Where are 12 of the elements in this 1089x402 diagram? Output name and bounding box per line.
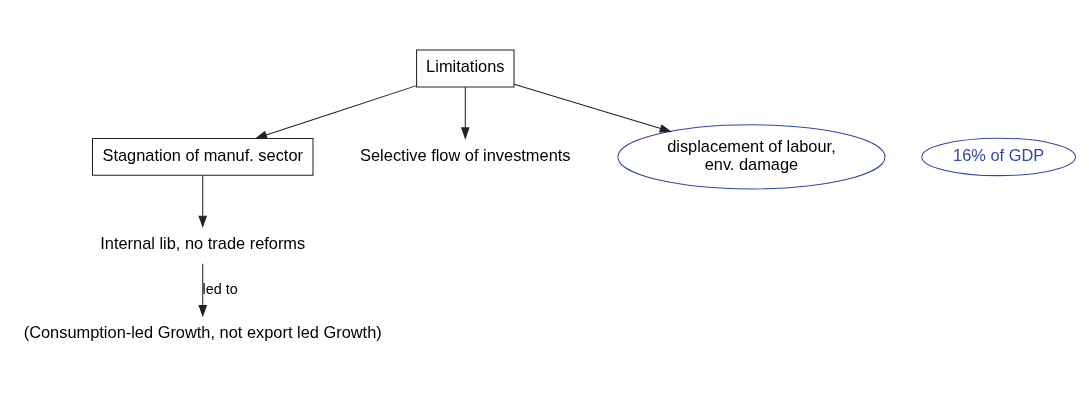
arrow <box>513 83 673 132</box>
node-text: Internal lib, no trade reforms <box>100 233 306 252</box>
arrow <box>254 84 418 139</box>
node-box: Limitations <box>416 49 515 88</box>
node-ellipse: 16% of GDP <box>921 137 1076 176</box>
node-text: (Consumption-led Growth, not export led Growth) <box>23 322 382 341</box>
node-box: Stagnation of manuf. sector <box>91 137 314 176</box>
arrow <box>198 174 208 228</box>
arrow <box>461 86 470 140</box>
edge-label: led to <box>202 280 238 297</box>
node-text: Selective flow of investments <box>360 145 571 164</box>
arrow <box>198 262 208 317</box>
